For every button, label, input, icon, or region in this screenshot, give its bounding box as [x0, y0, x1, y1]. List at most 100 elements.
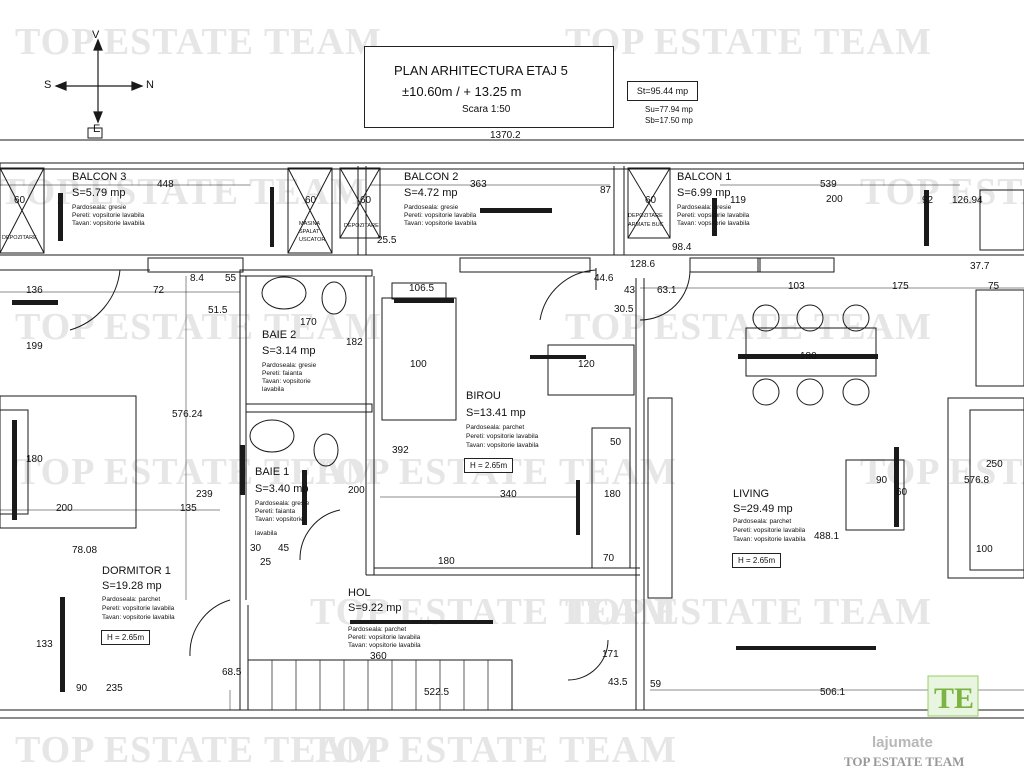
- dim-128-6: 128.6: [630, 259, 656, 270]
- compass-s: S: [44, 79, 52, 91]
- baie1-finish-4: lavabila: [255, 530, 278, 537]
- washer-label-3: USCATOR: [299, 237, 326, 243]
- dim-448: 448: [157, 179, 174, 190]
- room-baie1-name: BAIE 1: [255, 466, 290, 478]
- baie1-finish-3: Tavan: vopsitorie: [255, 516, 304, 523]
- dim-136: 136: [26, 285, 43, 296]
- plan-scale: Scara 1:50: [462, 104, 511, 115]
- dim-43-5: 43.5: [608, 677, 628, 688]
- dim-45: 45: [278, 543, 290, 554]
- dim-25: 25: [260, 557, 272, 568]
- dim-25-5: 25.5: [377, 235, 397, 246]
- dim-37-7: 37.7: [970, 261, 990, 272]
- dormitor1-height-box: H = 2.65m: [101, 630, 151, 645]
- room-baie1-area: S=3.40 mp: [255, 483, 309, 495]
- dim-87: 87: [600, 185, 612, 196]
- dim-126: 126.94: [952, 195, 983, 206]
- birou-finish-3: Tavan: vopsitorie lavabila: [466, 442, 539, 449]
- room-dormitor1-area: S=19.28 mp: [102, 580, 162, 592]
- hol-finish-3: Tavan: vopsitorie lavabila: [348, 642, 421, 649]
- dim-70: 70: [603, 553, 615, 564]
- washer-label-1: MASINA: [299, 221, 321, 227]
- room-baie2-area: S=3.14 mp: [262, 345, 316, 357]
- dim-250: 250: [986, 459, 1003, 470]
- room-birou-area: S=13.41 mp: [466, 407, 526, 419]
- balcon3-finish-2: Pereti: vopsitorie lavabila: [72, 212, 145, 219]
- dim-50: 50: [610, 437, 622, 448]
- living-finish-1: Pardoseala: parchet: [733, 518, 792, 525]
- dim-363: 363: [470, 179, 487, 190]
- storage-box-2: [339, 167, 381, 239]
- dormitor1-finish-3: Tavan: vopsitorie lavabila: [102, 614, 175, 621]
- living-height-box: H = 2.65m: [732, 553, 782, 568]
- dim-175: 175: [892, 281, 909, 292]
- top-wall: [0, 162, 1024, 170]
- dim-43: 43: [624, 285, 636, 296]
- dim-120: 120: [578, 359, 595, 370]
- dim-539: 539: [820, 179, 837, 190]
- dim-170: 170: [300, 317, 317, 328]
- dim-200-top: 200: [826, 194, 843, 205]
- dim-135: 135: [180, 503, 197, 514]
- site-watermark: lajumate: [872, 734, 933, 751]
- dim-60-d: 60: [645, 195, 657, 206]
- balcon3-finish-1: Pardoseala: gresie: [72, 204, 127, 211]
- balcon1-finish-3: Tavan: vopsitorie lavabila: [677, 220, 750, 227]
- dim-235: 235: [106, 683, 123, 694]
- dim-576-8: 576.8: [964, 475, 990, 486]
- dim-72: 72: [153, 285, 165, 296]
- dim-60-c: 60: [360, 195, 372, 206]
- storage-label-3b: ARMATE BUC: [628, 222, 664, 228]
- dim-44-6: 44.6: [594, 273, 614, 284]
- dim-522-5: 522.5: [424, 687, 450, 698]
- dim-180-b: 180: [26, 454, 43, 465]
- dim-8-4: 8.4: [190, 273, 204, 284]
- room-living-name: LIVING: [733, 488, 770, 500]
- dim-59: 59: [650, 679, 662, 690]
- compass-n: N: [146, 79, 154, 91]
- built-surface: Sb=17.50 mp: [645, 116, 693, 125]
- birou-finish-2: Pereti: vopsitorie lavabila: [466, 433, 539, 440]
- dim-506-1: 506.1: [820, 687, 846, 698]
- baie1-finish-1: Pardoseala: gresie: [255, 500, 310, 507]
- compass-icon: [54, 38, 144, 124]
- baie1-finish-2: Pereti: faianta: [255, 508, 296, 515]
- dim-90-a: 90: [876, 475, 888, 486]
- birou-height-box: H = 2.65m: [464, 458, 514, 473]
- storage-box-1: [0, 167, 45, 254]
- dim-60-a: 60: [14, 195, 26, 206]
- hol-finish-1: Pardoseala: parchet: [348, 626, 407, 633]
- room-balcon3-area: S=5.79 mp: [72, 187, 126, 199]
- dim-200-b: 200: [56, 503, 73, 514]
- room-balcon1-name: BALCON 1: [677, 171, 732, 183]
- dim-360: 360: [370, 651, 387, 662]
- dim-180-a: 180: [800, 351, 817, 362]
- living-finish-3: Tavan: vopsitorie lavabila: [733, 536, 806, 543]
- dormitor1-finish-1: Pardoseala: parchet: [102, 596, 161, 603]
- dim-51-5: 51.5: [208, 305, 228, 316]
- room-hol-area: S=9.22 mp: [348, 602, 402, 614]
- plan-level: ±10.60m / + 13.25 m: [402, 84, 522, 99]
- dim-239: 239: [196, 489, 213, 500]
- title-block: [364, 46, 614, 128]
- dim-199: 199: [26, 341, 43, 352]
- living-finish-2: Pereti: vopsitorie lavabila: [733, 527, 806, 534]
- dim-106-5: 106.5: [409, 283, 435, 294]
- dim-180-c: 180: [604, 489, 621, 500]
- compass-v: V: [92, 29, 100, 41]
- dim-488-1: 488.1: [814, 531, 840, 542]
- storage-label-2: DEPOZITARE: [344, 223, 379, 229]
- room-birou-name: BIROU: [466, 390, 501, 402]
- plan-title: PLAN ARHITECTURA ETAJ 5: [394, 63, 568, 78]
- dim-119: 119: [730, 195, 746, 206]
- dim-340: 340: [500, 489, 517, 500]
- storage-label-3a: DEPOZITARE: [628, 213, 663, 219]
- dim-60-b: 60: [305, 195, 317, 206]
- dim-576-24: 576.24: [172, 409, 203, 420]
- room-balcon2-area: S=4.72 mp: [404, 187, 458, 199]
- storage-label-1: DEPOZITARE: [2, 235, 37, 241]
- dormitor1-finish-2: Pereti: vopsitorie lavabila: [102, 605, 175, 612]
- dim-78-08: 78.08: [72, 545, 98, 556]
- room-baie2-name: BAIE 2: [262, 329, 297, 341]
- dim-90-b: 90: [76, 683, 88, 694]
